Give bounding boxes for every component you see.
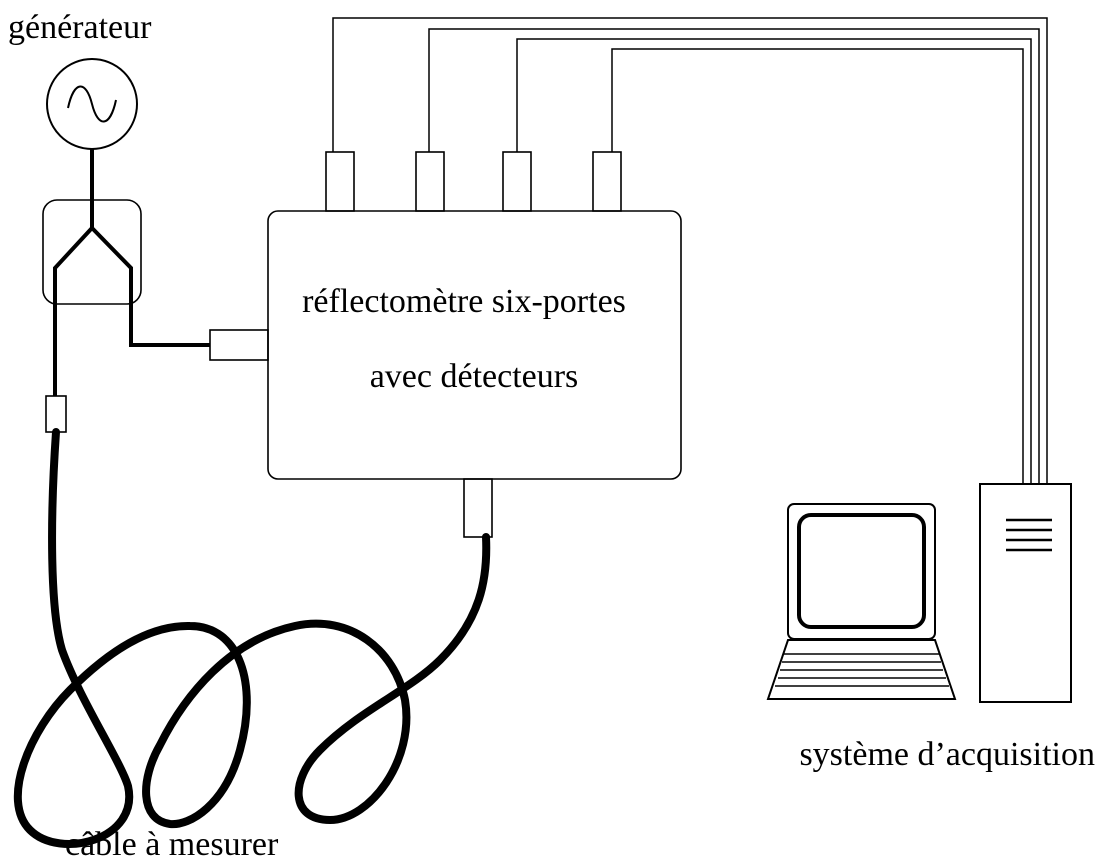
generator-label: générateur xyxy=(8,9,152,46)
acquisition-label: système d’acquisition xyxy=(799,736,1095,773)
keyboard-outline xyxy=(766,639,957,700)
reflectometer-label-line2: avec détecteurs xyxy=(370,358,579,395)
generator xyxy=(46,58,138,150)
monitor-casing xyxy=(787,503,936,640)
monitor xyxy=(787,503,936,640)
detector-port-3 xyxy=(502,151,532,212)
detector-wire-3 xyxy=(516,38,1032,484)
detectors xyxy=(325,151,622,212)
detector-wire-1 xyxy=(332,17,1048,484)
splitter-branch-left xyxy=(53,226,94,396)
splitter-branch-right xyxy=(90,226,210,347)
detector-wire-2 xyxy=(428,28,1040,484)
computer-tower xyxy=(979,483,1072,703)
reflectometer-input-port xyxy=(209,329,269,361)
detector-signal-wires xyxy=(332,17,1048,484)
reflectometer-test-port xyxy=(463,478,493,538)
detector-port-2 xyxy=(415,151,445,212)
monitor-screen xyxy=(797,513,926,629)
tower-case xyxy=(979,483,1072,703)
reflectometer-box xyxy=(267,210,682,480)
detector-port-1 xyxy=(325,151,355,212)
keyboard-icon xyxy=(766,639,957,700)
cable-under-test xyxy=(13,428,491,848)
reflectometer-label-line1: réflectomètre six-portes xyxy=(302,283,626,320)
cable-connector-left xyxy=(45,395,67,433)
splitter xyxy=(42,149,210,396)
cable-label: câble à mesurer xyxy=(65,826,279,863)
detector-port-4 xyxy=(592,151,622,212)
detector-wire-4 xyxy=(611,48,1024,484)
sine-wave-icon xyxy=(67,85,117,123)
